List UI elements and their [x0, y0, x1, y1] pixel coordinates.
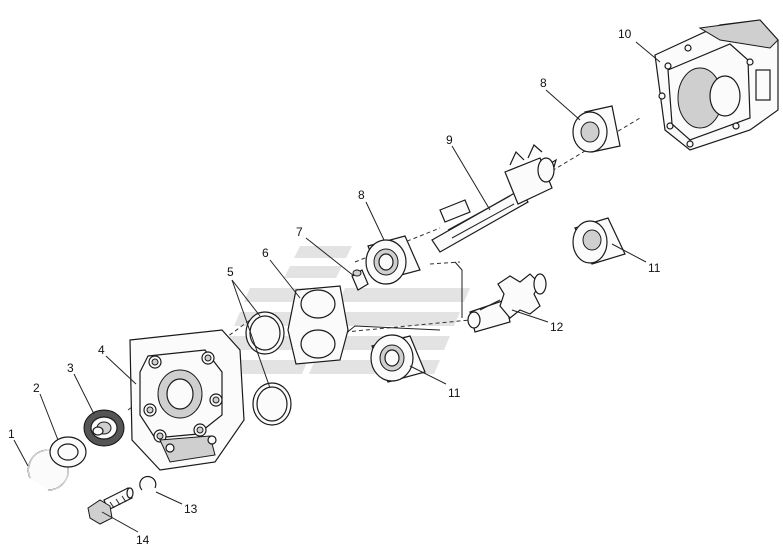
part-front-cover [129, 329, 245, 471]
callout-8-middle: 8 [358, 188, 365, 202]
part-bearing [83, 409, 125, 447]
callout-8-upper: 8 [540, 76, 547, 90]
callout-9: 9 [446, 133, 453, 147]
callout-10: 10 [618, 27, 632, 41]
callout-5: 5 [227, 265, 234, 279]
part-sealing-rings [245, 311, 292, 426]
callout-14: 14 [136, 533, 150, 547]
part-pin [351, 269, 369, 291]
callout-12: 12 [550, 320, 564, 334]
part-washer [49, 436, 87, 468]
leader-lines [13, 41, 661, 533]
part-driven-gear [467, 273, 547, 333]
callout-1: 1 [8, 427, 15, 441]
part-bushing-lower [370, 334, 426, 383]
part-bushing-middle [365, 235, 421, 285]
part-bushing-upper [572, 105, 621, 153]
callout-11-right: 11 [648, 261, 661, 275]
callout-7: 7 [296, 225, 303, 239]
part-bolt [87, 487, 134, 525]
callout-4: 4 [98, 343, 105, 357]
callout-11-lower: 11 [448, 386, 461, 400]
callout-2: 2 [33, 381, 40, 395]
callout-13: 13 [184, 502, 198, 516]
callout-6: 6 [262, 246, 269, 260]
part-bushing-right [572, 217, 626, 265]
callout-3: 3 [67, 361, 74, 375]
part-retaining-ring [139, 475, 157, 491]
part-gasket [287, 285, 349, 365]
part-pump-housing [654, 19, 779, 151]
part-drive-shaft [431, 144, 557, 253]
callout-labels: 1 2 3 4 5 6 7 8 8 9 10 11 11 12 13 14 [8, 27, 661, 547]
